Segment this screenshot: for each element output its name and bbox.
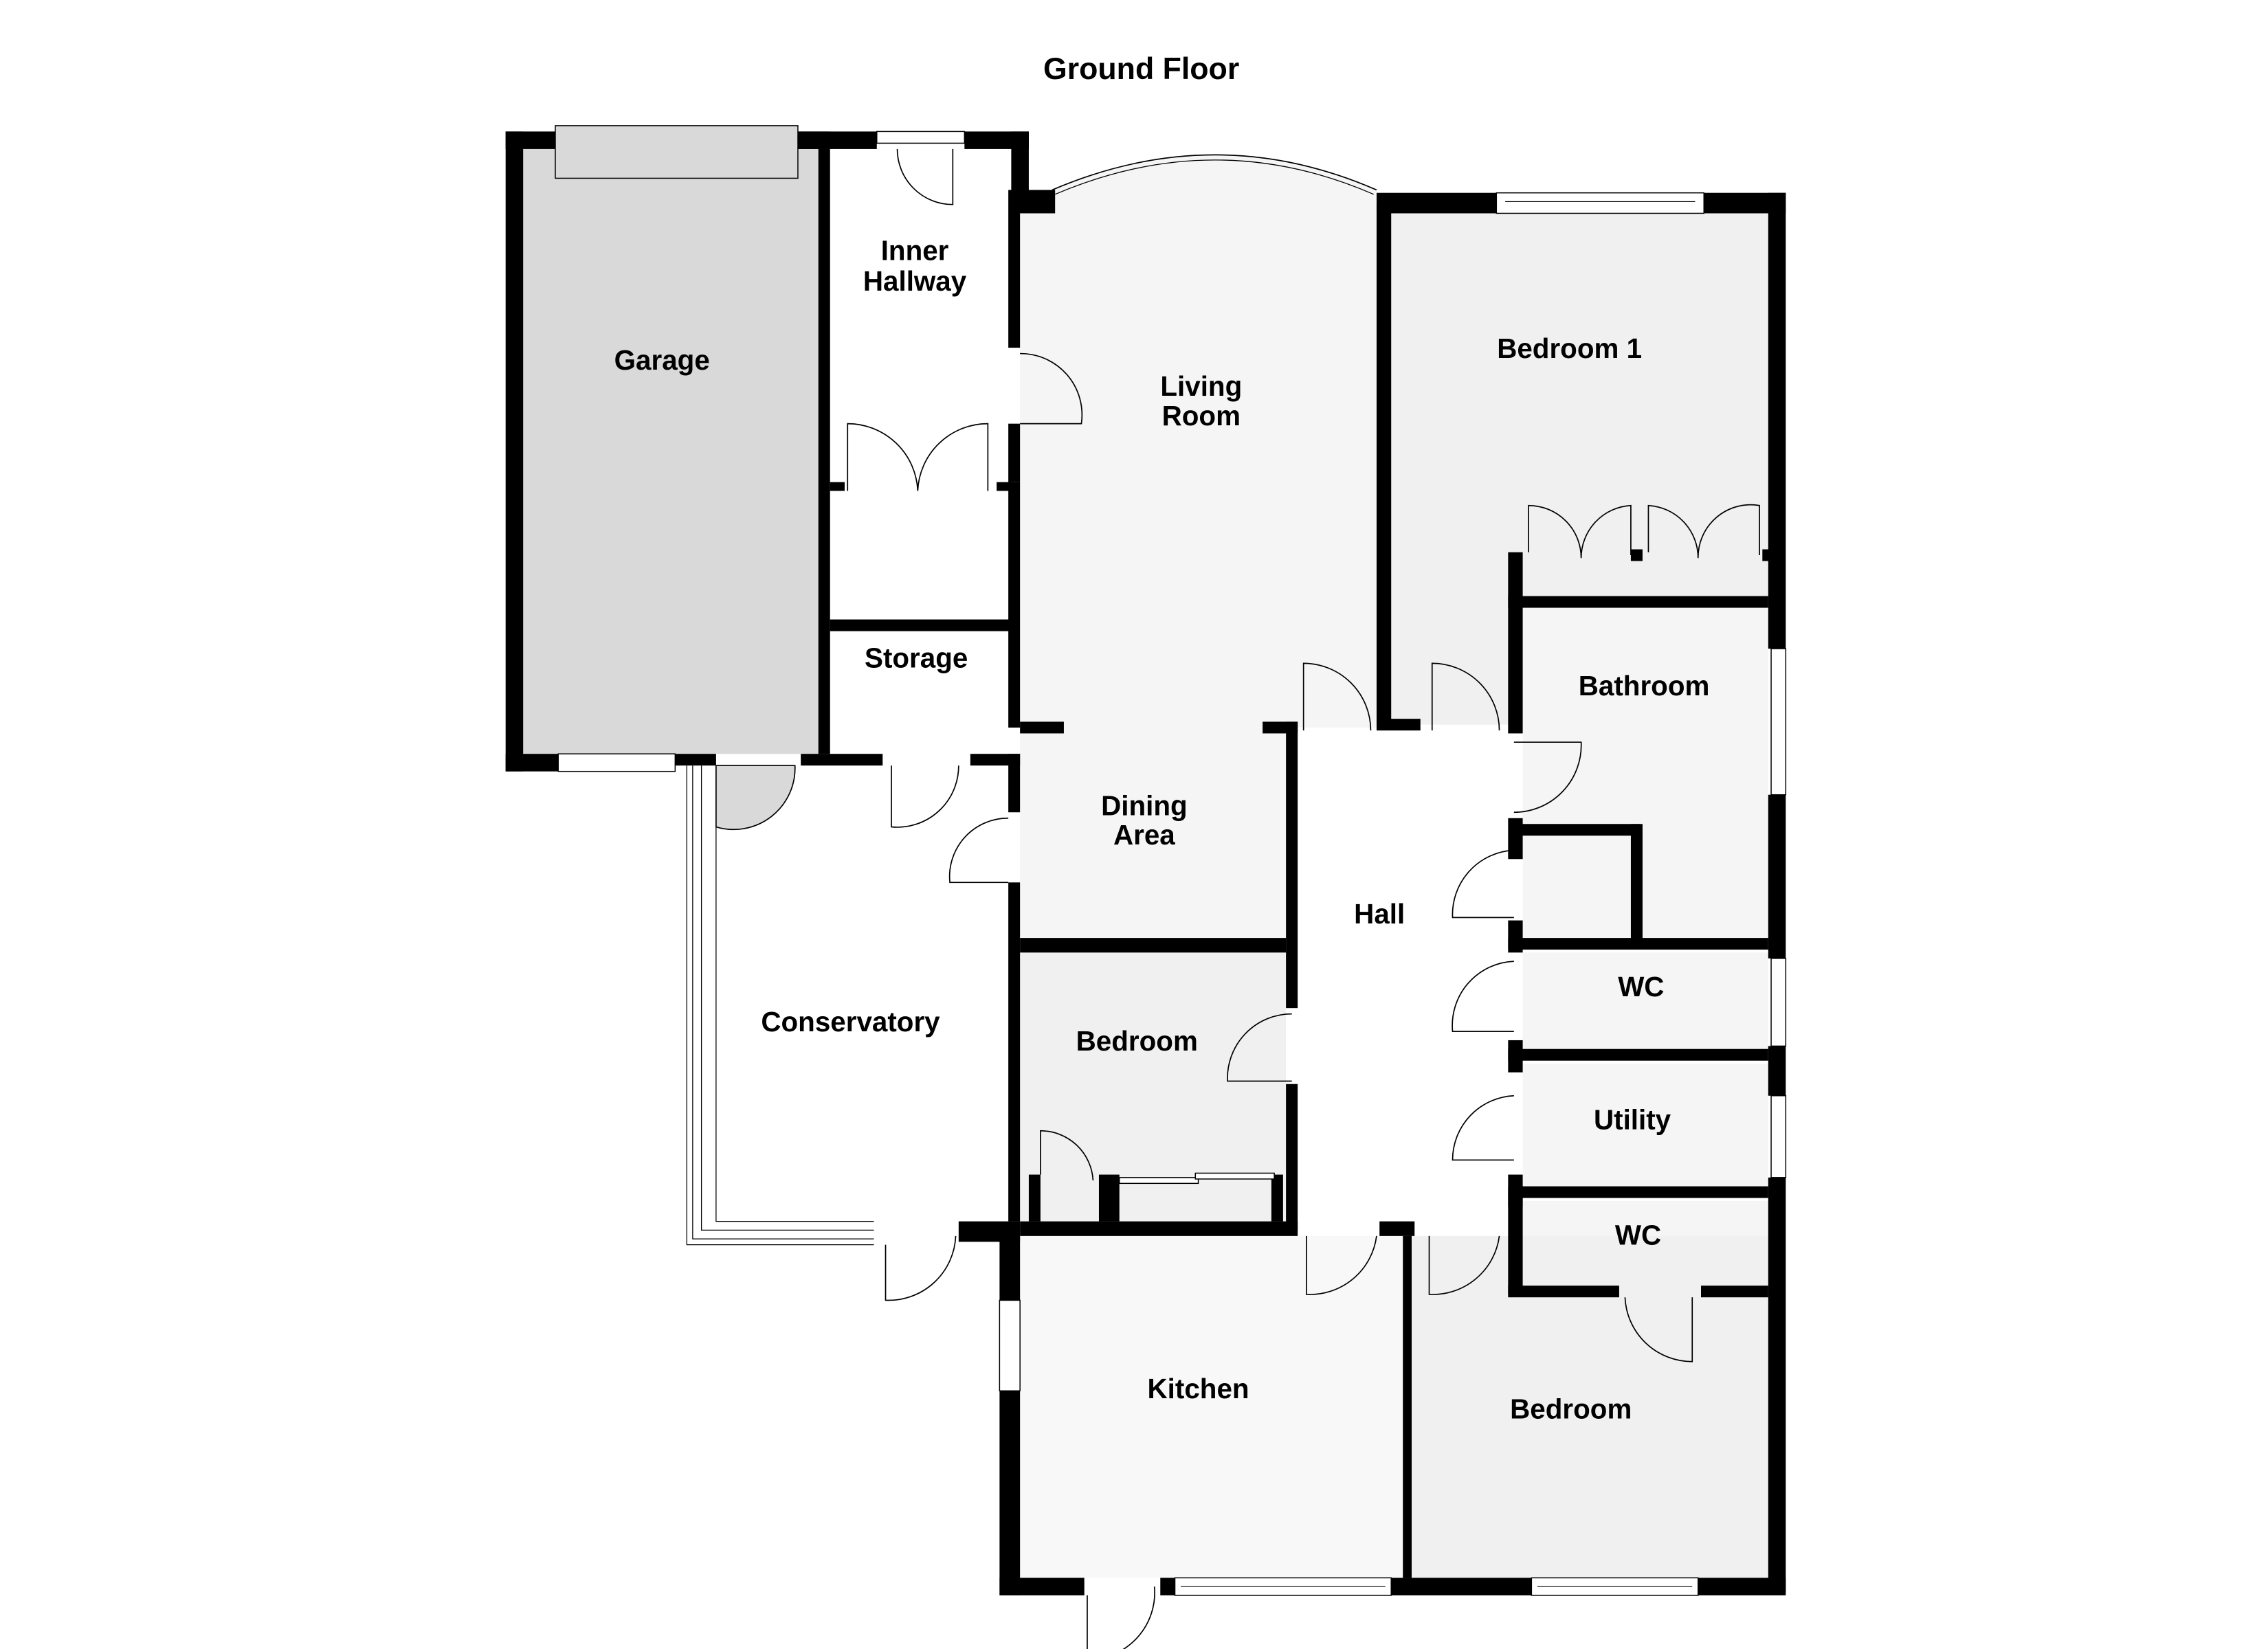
bay-floor [1052,155,1377,212]
door-swing-icon [1040,1130,1094,1181]
door-swing-icon [1227,1013,1292,1082]
doors [715,148,1760,1649]
window-icon [876,131,966,144]
wardrobe-doors-icon [1647,504,1760,559]
label-kitchen: Kitchen [1148,1373,1249,1404]
door-swing-icon [1624,1297,1693,1362]
window-icon [999,1299,1021,1392]
label-storage: Storage [865,642,968,674]
window-icon [1496,192,1704,214]
door-swing-icon [1431,662,1500,731]
door-swing-icon [1452,849,1514,919]
label-dining-area-1: Dining [1101,789,1188,821]
door-swing-icon [1452,961,1514,1033]
garage-door-icon [555,125,799,179]
door-swing-icon [1428,1235,1500,1295]
door-swing-icon [1306,1235,1377,1295]
room-labels: Garage Inner Hallway Living Room Bedroom… [614,235,1710,1425]
label-hall: Hall [1354,898,1405,930]
label-dining-area-2: Area [1113,819,1175,851]
label-bathroom: Bathroom [1579,670,1710,702]
sliding-door-icon [1118,1172,1275,1185]
door-swing-icon [715,765,796,831]
window-icon [1770,1095,1787,1178]
label-inner-hallway-1: Inner [881,235,949,267]
door-swing-icon [885,1235,957,1301]
storage-floor [830,631,1012,754]
label-wc-lower: WC [1615,1220,1661,1251]
inner-hallway-floor [830,148,1012,620]
dining-area-floor [1020,727,1287,939]
bay-window-icon [1052,154,1377,191]
label-bedroom-mid: Bedroom [1076,1025,1198,1057]
walls [505,131,1786,1595]
label-living-room-1: Living [1160,370,1242,402]
bathroom-floor [1522,607,1768,939]
label-utility: Utility [1594,1104,1671,1136]
garage-floor [523,148,819,754]
living-room-floor [1020,204,1377,728]
label-conservatory: Conservatory [761,1006,940,1037]
hall-floor [1298,730,1509,1228]
label-garage: Garage [614,344,710,376]
door-swing-icon [891,765,959,828]
wc-upper-floor [1522,952,1768,1049]
door-swing-icon [1020,352,1083,425]
window-icon [1770,648,1787,796]
label-inner-hallway-2: Hallway [863,265,967,297]
kitchen-floor [1020,1235,1403,1578]
door-swing-icon [1513,741,1582,814]
wardrobe-doors-icon [847,423,989,491]
label-bedroom-1: Bedroom 1 [1497,333,1642,364]
window-icon [1770,958,1787,1047]
label-wc-upper: WC [1618,971,1664,1002]
window-icon [557,753,676,772]
door-swing-icon [1087,1586,1155,1649]
door-swing-icon [948,817,1009,884]
utility-floor [1522,1063,1768,1187]
door-swing-icon [1452,1095,1514,1161]
conservatory-glazing-icon [686,765,874,1246]
floor-title: Ground Floor [1043,52,1239,86]
door-swing-icon [896,148,954,205]
label-bedroom-lower: Bedroom [1510,1393,1632,1425]
label-living-room-2: Room [1162,400,1241,431]
door-swing-icon [1302,662,1372,731]
windows [555,125,1787,1596]
wardrobe-doors-icon [1528,504,1632,559]
